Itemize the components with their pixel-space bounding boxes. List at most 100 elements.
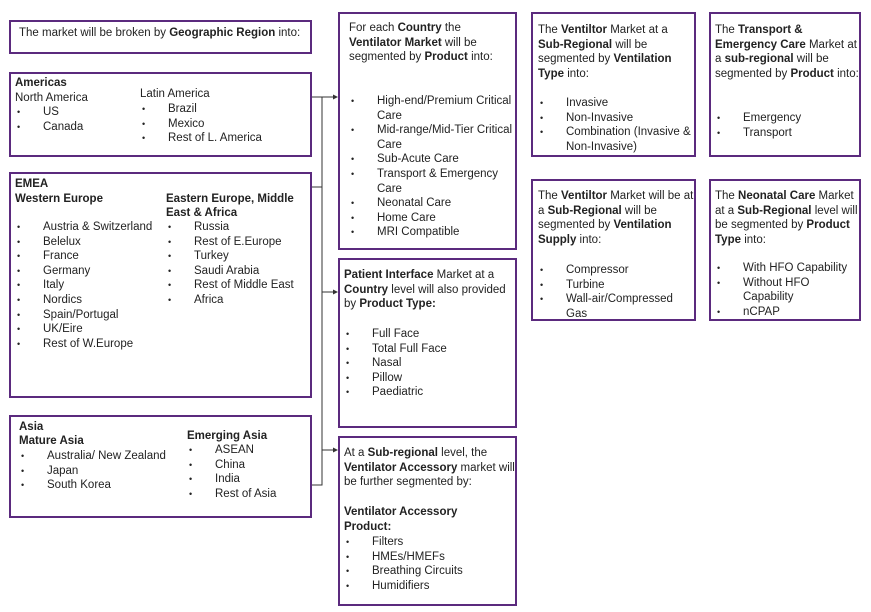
accessory-text: At a Sub-regional level, the Ventilator … <box>344 447 515 488</box>
north-america-list: US Canada <box>15 105 83 134</box>
country-product-box: For each Country the Ventilator Market w… <box>338 12 517 250</box>
list-item: Home Care <box>349 211 514 226</box>
eastern-europe-list: Russia Rest of E.Europe Turkey Saudi Ara… <box>166 220 294 308</box>
western-europe-title: Western Europe <box>15 193 103 205</box>
list-item: France <box>15 249 152 264</box>
patient-interface-list: Full Face Total Full Face Nasal Pillow P… <box>344 327 514 400</box>
ventilation-type-text: The Ventiltor Market at a Sub-Regional w… <box>538 24 672 80</box>
latin-america-list: Brazil Mexico Rest of L. America <box>140 102 262 146</box>
country-product-text: For each Country the Ventilator Market w… <box>349 22 493 63</box>
list-item: Brazil <box>140 102 262 117</box>
list-item: Rest of E.Europe <box>166 235 294 250</box>
americas-title: Americas <box>15 77 67 89</box>
eastern-europe-title-line1: Eastern Europe, Middle <box>166 193 294 205</box>
mature-asia-title: Mature Asia <box>19 435 84 447</box>
list-item: Rest of W.Europe <box>15 337 152 352</box>
emerging-asia-title: Emerging Asia <box>187 430 268 442</box>
list-item: Rest of Asia <box>187 487 276 502</box>
arrow-head-patient-interface <box>333 289 338 295</box>
list-item: China <box>187 458 276 473</box>
list-item: Austria & Switzerland <box>15 220 152 235</box>
connector-asia <box>312 292 323 486</box>
list-item: ASEAN <box>187 443 276 458</box>
list-item: Combination (Invasive & Non-Invasive) <box>538 125 696 154</box>
americas-box: Americas North America US Canada Latin A… <box>9 72 312 157</box>
ventilation-type-list: Invasive Non-Invasive Combination (Invas… <box>538 96 696 154</box>
list-item: Japan <box>19 464 166 479</box>
list-item: Filters <box>344 535 514 550</box>
ventilation-supply-text: The Ventiltor Market will be at a Sub-Re… <box>538 190 694 246</box>
latin-america-title: Latin America <box>140 88 210 100</box>
list-item: Full Face <box>344 327 514 342</box>
list-item: Mexico <box>140 117 262 132</box>
asia-title: Asia <box>19 421 44 433</box>
accessory-box: At a Sub-regional level, the Ventilator … <box>338 436 517 606</box>
western-europe-list: Austria & Switzerland Belelux France Ger… <box>15 220 152 351</box>
list-item: Neonatal Care <box>349 196 514 211</box>
list-item: Sub-Acute Care <box>349 152 514 167</box>
ventilation-supply-list: Compressor Turbine Wall-air/Compressed G… <box>538 263 694 321</box>
neonatal-care-text: The Neonatal Care Market at a Sub-Region… <box>715 190 858 246</box>
list-item: Australia/ New Zealand <box>19 449 166 464</box>
list-item: Humidifiers <box>344 579 514 594</box>
asia-box: Asia Mature Asia Australia/ New Zealand … <box>9 415 312 518</box>
list-item: Compressor <box>538 263 694 278</box>
list-item: South Korea <box>19 478 166 493</box>
list-item: US <box>15 105 83 120</box>
neonatal-care-box: The Neonatal Care Market at a Sub-Region… <box>709 179 861 321</box>
list-item: Wall-air/Compressed Gas <box>538 292 694 321</box>
list-item: Rest of L. America <box>140 131 262 146</box>
list-item: With HFO Capability <box>715 261 855 276</box>
list-item: Nordics <box>15 293 152 308</box>
emea-title: EMEA <box>15 178 49 190</box>
accessory-subhead: Ventilator Accessory Product: <box>344 506 458 533</box>
list-item: Italy <box>15 278 152 293</box>
arrow-head-country-product <box>333 94 338 100</box>
list-item: Paediatric <box>344 385 514 400</box>
accessory-list: Filters HMEs/HMEFs Breathing Circuits Hu… <box>344 535 514 593</box>
list-item: UK/Eire <box>15 322 152 337</box>
list-item: Total Full Face <box>344 342 514 357</box>
list-item: Canada <box>15 120 83 135</box>
patient-interface-text: Patient Interface Market at a Country le… <box>344 269 506 310</box>
patient-interface-box: Patient Interface Market at a Country le… <box>338 258 517 428</box>
transport-emergency-text: The Transport & Emergency Care Market at… <box>715 24 859 80</box>
list-item: HMEs/HMEFs <box>344 550 514 565</box>
country-product-list: High-end/Premium Critical Care Mid-range… <box>349 94 514 240</box>
list-item: Russia <box>166 220 294 235</box>
list-item: India <box>187 472 276 487</box>
arrow-head-accessory <box>333 447 338 453</box>
list-item: Turbine <box>538 278 694 293</box>
list-item: Turkey <box>166 249 294 264</box>
list-item: Pillow <box>344 371 514 386</box>
intro-text: The market will be broken by Geographic … <box>19 27 301 39</box>
list-item: Spain/Portugal <box>15 308 152 323</box>
list-item: Non-Invasive <box>538 111 696 126</box>
list-item: Germany <box>15 264 152 279</box>
list-item: Emergency <box>715 111 860 126</box>
emea-box: EMEA Western Europe Austria & Switzerlan… <box>9 172 312 398</box>
list-item: Breathing Circuits <box>344 564 514 579</box>
neonatal-care-list: With HFO Capability Without HFO Capabili… <box>715 261 855 319</box>
list-item: Transport & Emergency Care <box>349 167 514 196</box>
list-item: MRI Compatible <box>349 225 514 240</box>
eastern-europe-title-line2: East & Africa <box>166 207 238 219</box>
ventilation-supply-box: The Ventiltor Market will be at a Sub-Re… <box>531 179 696 321</box>
intro-box: The market will be broken by Geographic … <box>9 20 312 54</box>
emerging-asia-list: ASEAN China India Rest of Asia <box>187 443 276 501</box>
list-item: Transport <box>715 126 860 141</box>
north-america-title: North America <box>15 92 88 104</box>
list-item: Belelux <box>15 235 152 250</box>
transport-emergency-list: Emergency Transport <box>715 111 860 140</box>
connector-americas <box>312 96 323 292</box>
list-item: Africa <box>166 293 294 308</box>
list-item: Nasal <box>344 356 514 371</box>
list-item: High-end/Premium Critical Care <box>349 94 514 123</box>
list-item: Without HFO Capability <box>715 276 855 305</box>
list-item: Rest of Middle East <box>166 278 294 293</box>
ventilation-type-box: The Ventiltor Market at a Sub-Regional w… <box>531 12 696 157</box>
list-item: Mid-range/Mid-Tier Critical Care <box>349 123 514 152</box>
transport-emergency-box: The Transport & Emergency Care Market at… <box>709 12 861 157</box>
list-item: Invasive <box>538 96 696 111</box>
